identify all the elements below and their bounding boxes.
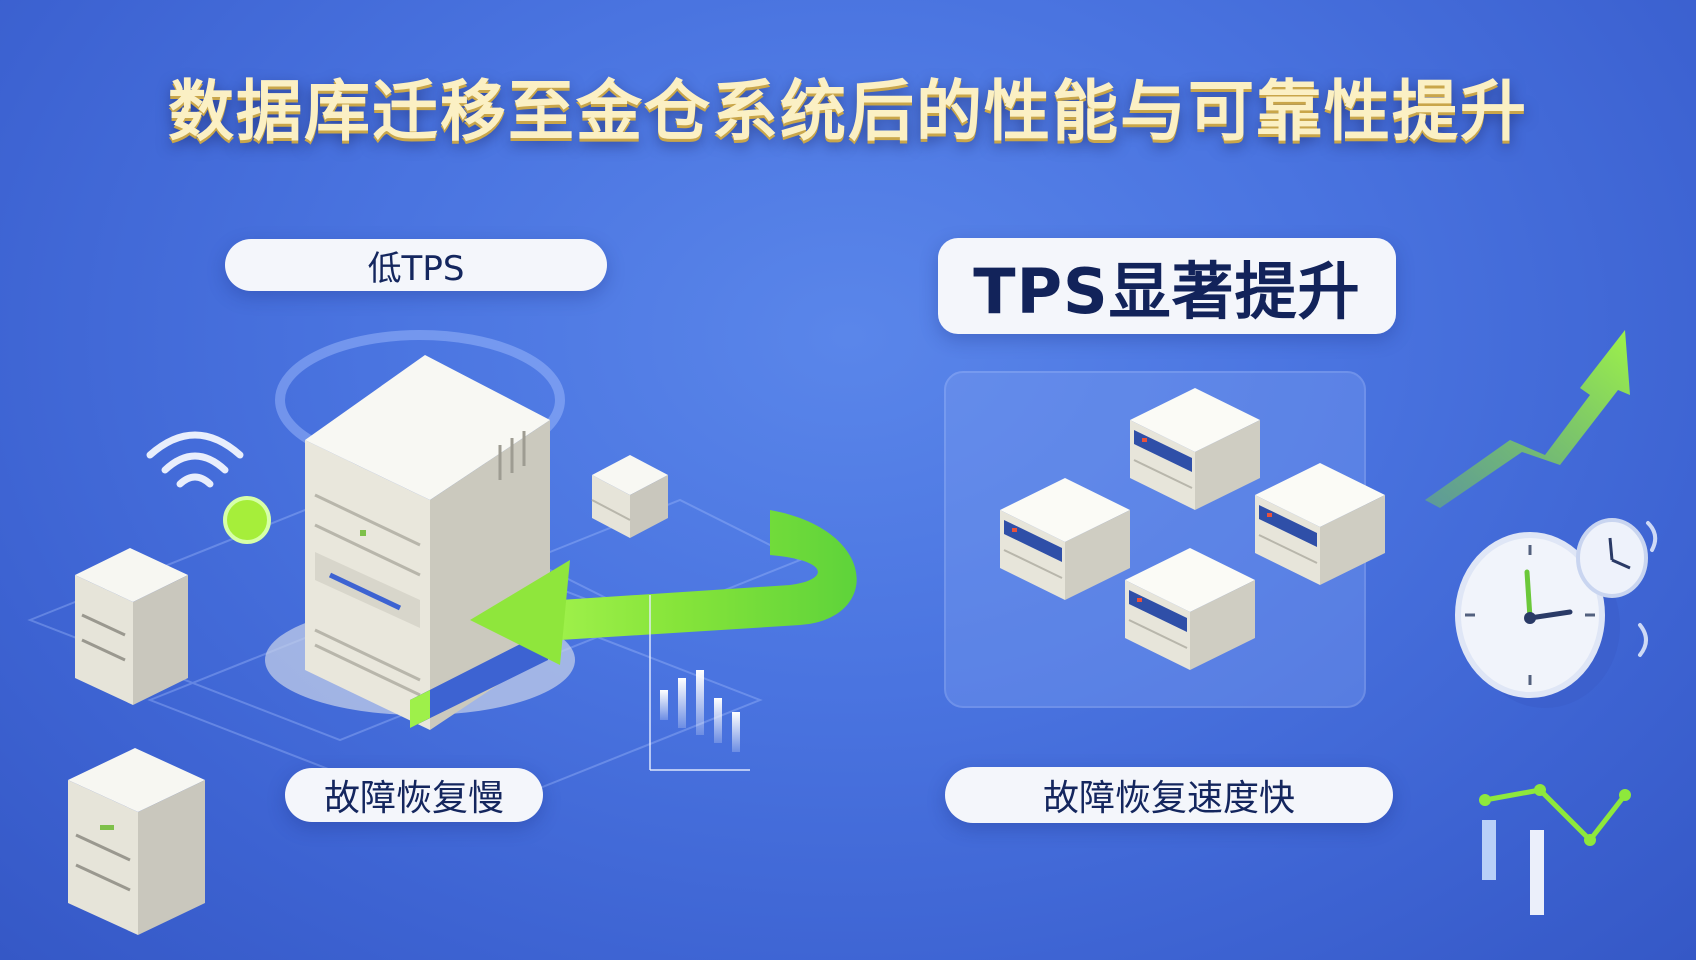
wifi-icon [146, 431, 244, 488]
signal-icon [1638, 521, 1658, 657]
fast-recovery-label: 故障恢复速度快 [945, 767, 1393, 823]
data-cube [591, 455, 668, 538]
migration-arrow [470, 510, 857, 665]
status-dot [223, 496, 271, 544]
cluster-server-2 [1000, 478, 1130, 600]
legacy-server [305, 355, 550, 730]
tps-improved-label: TPS显著提升 [938, 238, 1396, 334]
clock-icon [1455, 532, 1620, 708]
small-clock-icon [1576, 518, 1648, 598]
mini-bar-chart [649, 595, 750, 771]
small-server-left [75, 548, 188, 705]
cluster-server-1 [1130, 388, 1260, 510]
slow-recovery-label: 故障恢复慢 [285, 768, 543, 822]
trend-chart [1479, 784, 1631, 915]
server-cluster [1000, 388, 1385, 670]
cluster-server-4 [1125, 548, 1255, 670]
growth-arrow [1425, 330, 1630, 508]
cluster-server-3 [1255, 463, 1385, 585]
page-title: 数据库迁移至金仓系统后的性能与可靠性提升 [168, 73, 1528, 150]
low-tps-label: 低TPS [225, 239, 607, 291]
small-server-bottom [68, 748, 205, 935]
